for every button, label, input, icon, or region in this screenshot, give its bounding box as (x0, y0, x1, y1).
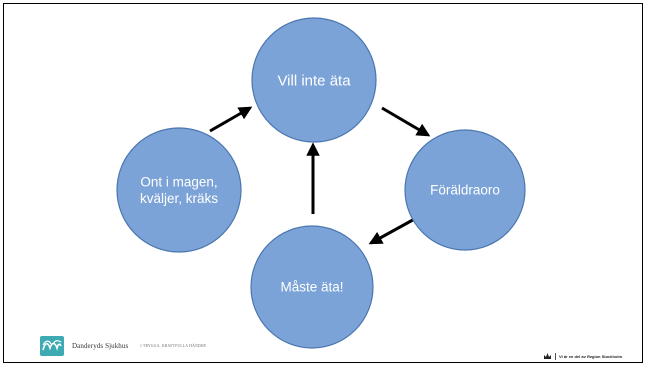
node-label-foraldraoro: Föräldraoro (430, 183, 500, 198)
node-circle-vill-inte-ata (251, 17, 377, 143)
node-ont-i-magen: Ont i magen, kväljer, kräks (116, 127, 242, 253)
arrow-vill-inte-ata-to-foraldraoro (381, 106, 431, 137)
hospital-tagline: I TRYGGA, KRAFTFULLA HÄNDER (140, 344, 207, 348)
footer-divider (555, 352, 556, 360)
node-label-ont-i-magen: Ont i magen, (140, 174, 217, 189)
node-label-vill-inte-ata: Vill inte äta (277, 72, 351, 89)
node-vill-inte-ata: Vill inte äta (251, 17, 377, 143)
node-label-ont-i-magen: kväljer, kräks (140, 191, 218, 206)
hospital-logo-icon (40, 336, 64, 356)
region-text: Vi är en del av Region Stockholm (559, 353, 623, 359)
footer-hospital: Danderyds Sjukhus I TRYGGA, KRAFTFULLA H… (40, 336, 206, 356)
arrow-ont-i-magen-to-vill-inte-ata (209, 106, 253, 133)
hospital-name: Danderyds Sjukhus (72, 342, 129, 350)
footer-region: Vi är en del av Region Stockholm (543, 352, 622, 360)
node-label-maste-ata: Måste äta! (280, 280, 343, 295)
node-circle-ont-i-magen (116, 127, 242, 253)
node-circle-foraldraoro (404, 129, 526, 251)
node-foraldraoro: Föräldraoro (404, 129, 526, 251)
region-stockholm-crown-icon (544, 353, 551, 359)
arrow-foraldraoro-to-maste-ata (368, 214, 421, 245)
node-maste-ata: Måste äta! (250, 225, 374, 349)
node-circle-maste-ata (250, 225, 374, 349)
